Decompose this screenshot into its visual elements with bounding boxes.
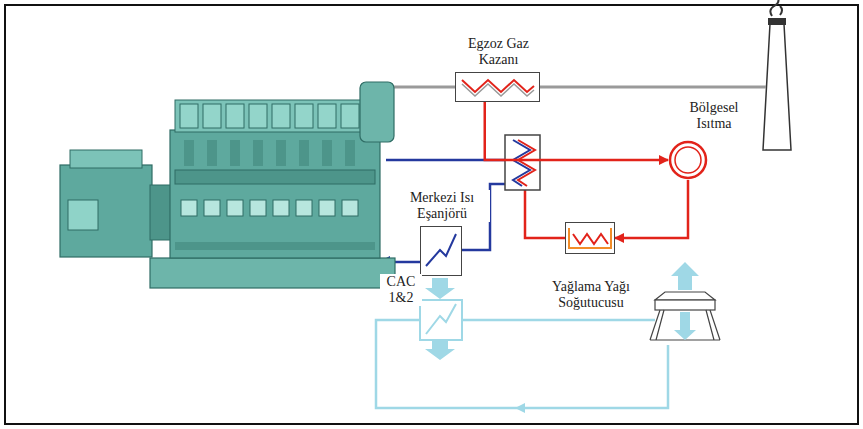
node-label: Bölgesel Isıtma: [676, 100, 752, 132]
radiator: [650, 292, 720, 340]
heating-line: [615, 180, 688, 238]
oil-cooler: Yağlama Yağı Soğutucusu: [565, 222, 615, 254]
chimney: [763, 0, 791, 150]
engine-water-line: [386, 160, 505, 250]
exhaust-pipe: [382, 87, 766, 132]
node-label: Merkezi Isı Eşanjörü: [394, 190, 490, 222]
node-label: Egzoz Gaz Kazanı: [456, 36, 542, 68]
exhaust-boiler: Egzoz Gaz Kazanı: [455, 72, 540, 102]
frame: [5, 5, 858, 424]
plate-heat-exchanger: [505, 135, 540, 190]
central-exchanger: Merkezi Isı Eşanjörü: [420, 226, 462, 276]
cooler-symbol: [565, 222, 615, 254]
cac-label: CAC 1&2: [380, 274, 422, 306]
heating-line: [485, 102, 668, 160]
exchanger-coil: [426, 234, 456, 266]
boiler-coil: [462, 80, 534, 92]
heating-return: [525, 190, 565, 238]
node-label: Yağlama Yağı Soğutucusu: [534, 279, 648, 311]
heating-circle: Bölgesel Isıtma: [668, 140, 708, 180]
circle-outline: [668, 140, 708, 180]
engine-illustration: [60, 82, 395, 288]
boiler-coil: [462, 84, 534, 96]
